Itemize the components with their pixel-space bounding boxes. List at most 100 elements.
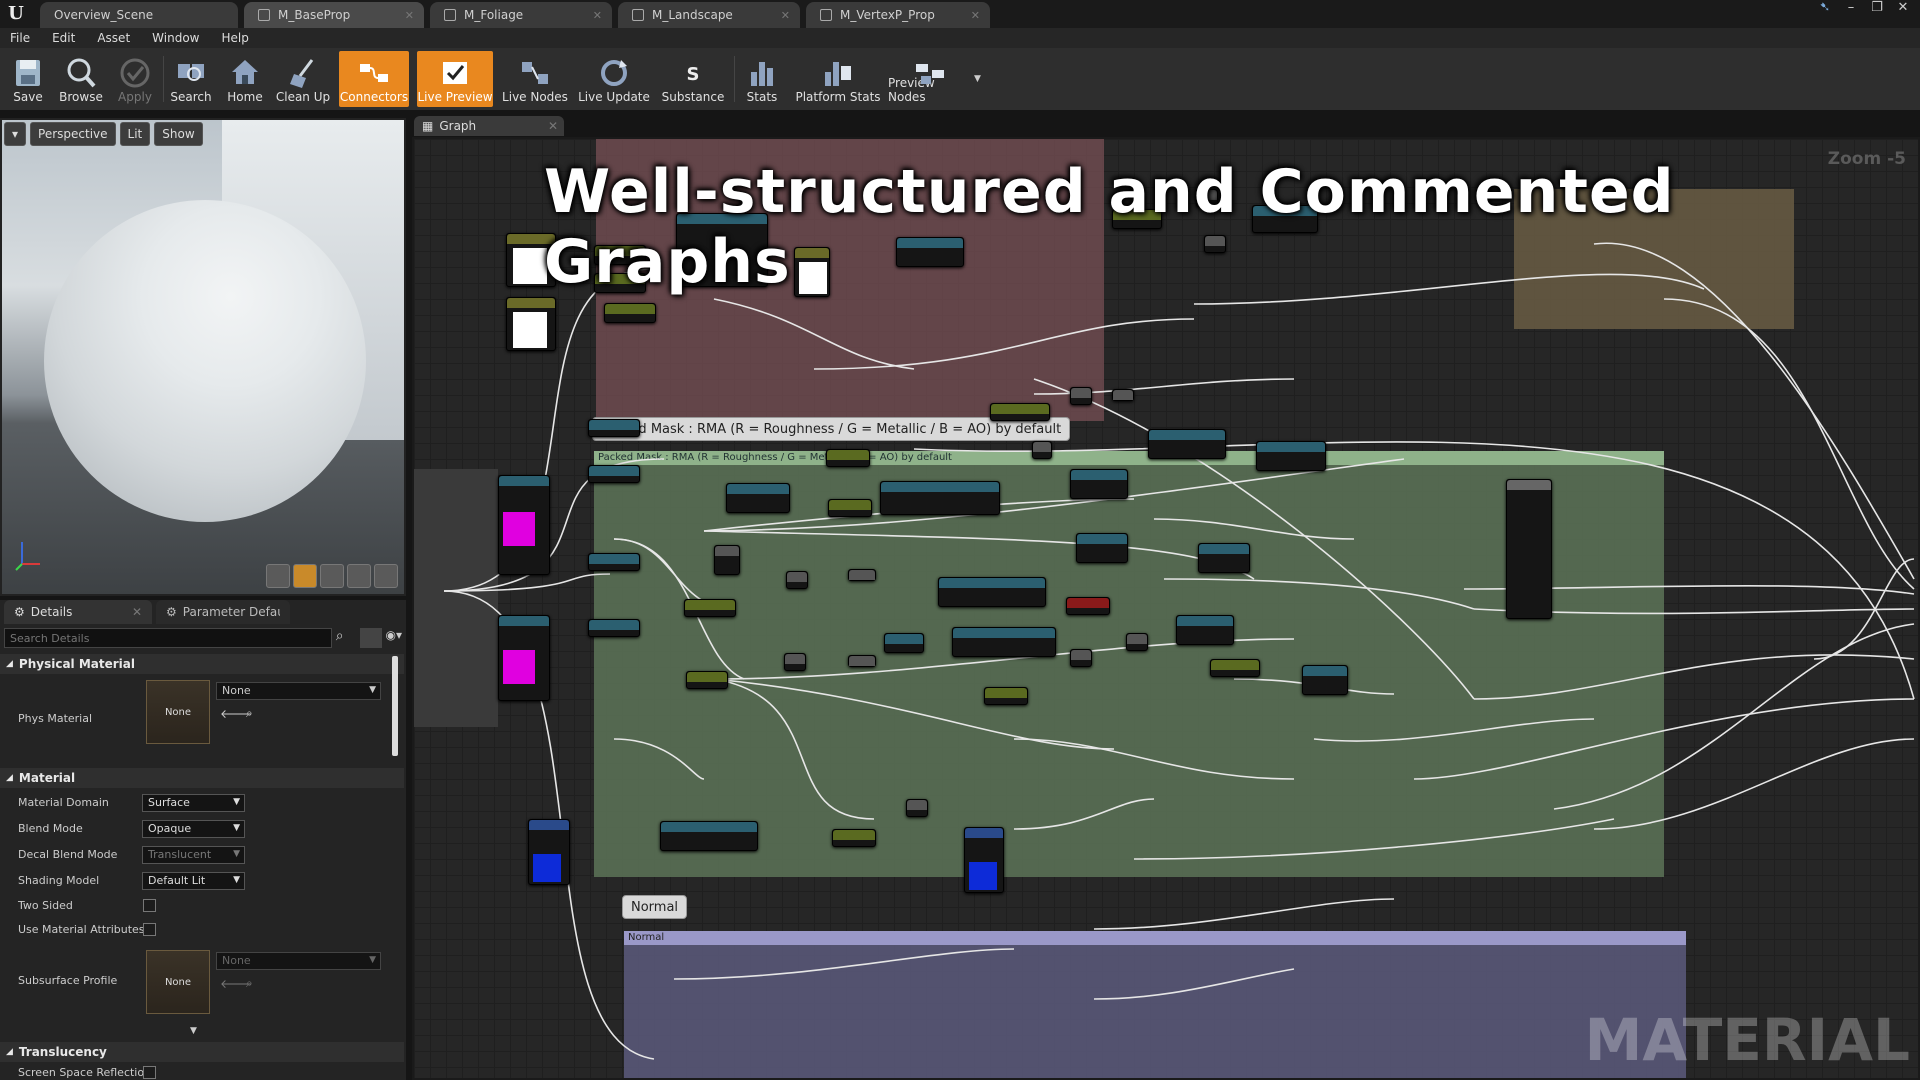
teapot-shape-icon[interactable] bbox=[374, 564, 398, 588]
texture-sample-normal[interactable] bbox=[528, 819, 570, 885]
view-options-icon[interactable] bbox=[359, 628, 382, 648]
saturate-node[interactable] bbox=[1112, 389, 1134, 401]
switch-use-height-texture[interactable] bbox=[1176, 615, 1234, 645]
param-tessellation-multiplier[interactable] bbox=[1210, 659, 1260, 677]
multiply-node[interactable] bbox=[786, 571, 808, 589]
shading-model-dropdown[interactable]: Default Lit▼ bbox=[142, 872, 245, 890]
live-update-button[interactable]: Live Update bbox=[578, 51, 650, 107]
apply-button[interactable]: Apply bbox=[112, 51, 158, 107]
tab-m-foliage[interactable]: M_Foliage ✕ bbox=[430, 2, 612, 28]
switch-use-tessellation[interactable] bbox=[1302, 665, 1348, 695]
phys-material-thumbnail[interactable]: None bbox=[146, 680, 210, 744]
use-selected-icon[interactable]: 🡐 bbox=[220, 707, 253, 721]
multiply-node[interactable] bbox=[784, 653, 806, 671]
use-material-attributes-checkbox[interactable] bbox=[143, 923, 156, 936]
tab-graph[interactable]: ▦ Graph ✕ bbox=[414, 116, 564, 136]
tab-details[interactable]: ⚙ Details ✕ bbox=[4, 600, 152, 624]
show-button[interactable]: Show bbox=[154, 122, 203, 146]
connectors-button[interactable]: Connectors bbox=[339, 51, 409, 107]
lit-button[interactable]: Lit bbox=[119, 122, 151, 146]
param-overall-roughness-intensity[interactable] bbox=[990, 403, 1050, 421]
param-roughness-max[interactable] bbox=[826, 449, 870, 467]
tab-m-landscape[interactable]: M_Landscape ✕ bbox=[618, 2, 800, 28]
plane-shape-icon[interactable] bbox=[320, 564, 344, 588]
comment-normal[interactable]: Normal bbox=[624, 931, 1686, 1078]
baked-ao-channel-node[interactable] bbox=[588, 619, 640, 637]
saturate-node[interactable] bbox=[848, 655, 876, 667]
comment-side-group[interactable] bbox=[414, 469, 498, 727]
switch-use-ao-texture[interactable] bbox=[1198, 543, 1250, 573]
saturate-node[interactable] bbox=[848, 569, 876, 581]
tab-m-baseprop[interactable]: M_BaseProp ✕ bbox=[244, 2, 424, 28]
multiply-node[interactable] bbox=[1126, 633, 1148, 651]
switch-use-roughness-texture[interactable] bbox=[1256, 441, 1326, 471]
param-detail-normal-scale[interactable] bbox=[832, 829, 876, 847]
metalness-channel-node[interactable] bbox=[588, 465, 640, 483]
viewport-options-button[interactable]: ▾ bbox=[4, 122, 27, 146]
roughness-channel-node[interactable] bbox=[588, 419, 640, 437]
texture-sample-packed-mask[interactable] bbox=[498, 475, 550, 575]
browse-button[interactable]: Browse bbox=[56, 51, 106, 107]
tab-m-vertexp-prop[interactable]: M_VertexP_Prop ✕ bbox=[806, 2, 990, 28]
preview-viewport[interactable]: ▾ Perspective Lit Show bbox=[0, 118, 406, 596]
browse-asset-icon[interactable]: ⌕ bbox=[246, 706, 253, 720]
viewport-scene[interactable] bbox=[2, 120, 404, 594]
search-icon[interactable]: ⌕ bbox=[335, 628, 344, 644]
live-nodes-button[interactable]: Live Nodes bbox=[502, 51, 568, 107]
param-baked-ao-intensity[interactable] bbox=[684, 599, 736, 617]
param-height-intensity[interactable] bbox=[984, 687, 1028, 705]
function-change-roughness[interactable] bbox=[880, 481, 1000, 515]
comment-packed-mask[interactable]: Packed Mask : RMA (R = Roughness / G = M… bbox=[594, 451, 1664, 877]
two-sided-checkbox[interactable] bbox=[143, 899, 156, 912]
switch-use-base-color-texture[interactable] bbox=[896, 237, 964, 267]
param-roughness-min[interactable] bbox=[828, 499, 872, 517]
notification-icon[interactable]: ➷ bbox=[1819, 0, 1831, 15]
param-base-tint[interactable] bbox=[794, 247, 830, 297]
material-graph-canvas[interactable]: Packed Mask : RMA (R = Roughness / G = M… bbox=[412, 137, 1920, 1080]
search-details-input[interactable] bbox=[4, 628, 332, 648]
multiply-node[interactable] bbox=[1070, 649, 1092, 667]
maximize-icon[interactable]: ❐ bbox=[1871, 0, 1883, 15]
switch-invert-roughness[interactable] bbox=[1070, 469, 1128, 499]
menu-window[interactable]: Window bbox=[152, 31, 200, 45]
close-icon[interactable]: ✕ bbox=[404, 8, 414, 22]
expand-advanced-icon[interactable]: ▼ bbox=[190, 1026, 197, 1036]
multiply-node[interactable] bbox=[1196, 189, 1218, 207]
home-button[interactable]: Home bbox=[222, 51, 268, 107]
perspective-button[interactable]: Perspective bbox=[30, 122, 116, 146]
clean-up-button[interactable]: Clean Up bbox=[275, 51, 331, 107]
close-icon[interactable]: ✕ bbox=[780, 8, 790, 22]
switch-use-metalness-texture[interactable] bbox=[726, 483, 790, 513]
category-material[interactable]: ◢ Material bbox=[0, 768, 404, 788]
switch-change-default-roughness[interactable] bbox=[1148, 429, 1226, 459]
multiply-node[interactable] bbox=[906, 799, 928, 817]
switch-change-ao-intensity-blend[interactable] bbox=[938, 577, 1046, 607]
cube-shape-icon[interactable] bbox=[347, 564, 371, 588]
one-minus-node[interactable] bbox=[1032, 441, 1052, 459]
phys-material-dropdown[interactable]: None▼ bbox=[216, 682, 381, 700]
packed-ao-channel-node[interactable] bbox=[588, 553, 640, 571]
details-scrollbar[interactable] bbox=[392, 656, 398, 756]
menu-file[interactable]: File bbox=[10, 31, 31, 45]
vertex-normal-ws-node[interactable] bbox=[1066, 597, 1110, 615]
comment-packed-bubble[interactable]: Packed Mask : RMA (R = Roughness / G = M… bbox=[592, 417, 1071, 441]
multiply-node[interactable] bbox=[1070, 387, 1092, 405]
close-window-icon[interactable]: ✕ bbox=[1897, 0, 1909, 15]
close-icon[interactable]: ✕ bbox=[131, 605, 142, 619]
minimize-icon[interactable]: – bbox=[1847, 0, 1855, 15]
comment-specular[interactable] bbox=[1514, 189, 1794, 329]
menu-edit[interactable]: Edit bbox=[52, 31, 76, 45]
texture-sample-baked-ao[interactable] bbox=[498, 615, 550, 701]
live-preview-button[interactable]: Live Preview bbox=[417, 51, 493, 107]
close-icon[interactable]: ✕ bbox=[970, 8, 980, 22]
subsurface-profile-thumbnail[interactable]: None bbox=[146, 950, 210, 1014]
texture-sample-detail-normal[interactable] bbox=[964, 827, 1004, 893]
tab-overview-scene[interactable]: Overview_Scene bbox=[40, 2, 238, 28]
param-primary-base-color[interactable] bbox=[506, 233, 556, 287]
cylinder-shape-icon[interactable] bbox=[266, 564, 290, 588]
toolbar-overflow-icon[interactable]: ▼ bbox=[974, 74, 981, 84]
param-secondary-base-color[interactable] bbox=[506, 297, 556, 351]
param-specular-intensity[interactable] bbox=[1112, 209, 1162, 229]
tab-parameter-defaults[interactable]: ⚙ Parameter Defaults bbox=[156, 600, 290, 624]
substance-button[interactable]: S Substance bbox=[658, 51, 728, 107]
